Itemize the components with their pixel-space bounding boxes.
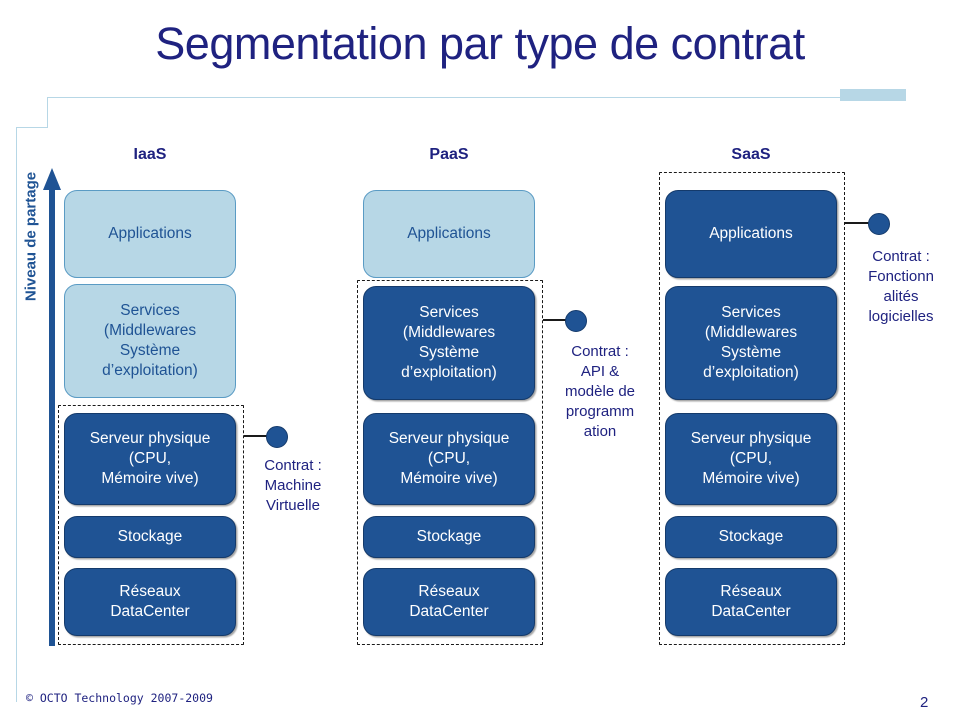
box-iaas-applications[interactable]: Applications [64, 190, 236, 278]
column-header-iaas: IaaS [133, 146, 167, 163]
box-iaas-stockage[interactable]: Stockage [64, 516, 236, 558]
connector-line-paas [543, 319, 567, 321]
column-header-paas: PaaS [429, 146, 469, 163]
axis-label-niveau-de-partage: Niveau de partage [22, 171, 40, 302]
box-paas-applications[interactable]: Applications [363, 190, 535, 278]
dashed-group-paas [357, 280, 543, 645]
box-saas-applications[interactable]: Applications [665, 190, 837, 278]
box-paas-serveur-physique[interactable]: Serveur physique(CPU,Mémoire vive) [363, 413, 535, 505]
accent-bar [840, 89, 906, 101]
column-header-saas: SaaS [731, 146, 771, 163]
box-paas-stockage[interactable]: Stockage [363, 516, 535, 558]
sharing-level-arrow-icon [40, 168, 64, 646]
frame-top-lower-rule [16, 127, 48, 128]
connector-dot-paas[interactable] [565, 310, 587, 332]
frame-left-rule [16, 127, 17, 702]
footer-copyright: © OCTO Technology 2007-2009 [26, 691, 213, 705]
connector-line-saas [845, 222, 869, 224]
box-iaas-serveur-physique[interactable]: Serveur physique(CPU,Mémoire vive) [64, 413, 236, 505]
frame-top-upper-rule [47, 97, 905, 98]
page-title: Segmentation par type de contrat [155, 18, 805, 69]
box-saas-serveur-physique[interactable]: Serveur physique(CPU,Mémoire vive) [665, 413, 837, 505]
connector-dot-saas[interactable] [868, 213, 890, 235]
dashed-group-saas [659, 172, 845, 645]
footer-page-number: 2 [920, 694, 929, 711]
frame-step-connector [47, 97, 48, 127]
dashed-group-iaas [58, 405, 244, 645]
connector-line-iaas [244, 435, 268, 437]
connector-dot-iaas[interactable] [266, 426, 288, 448]
box-saas-stockage[interactable]: Stockage [665, 516, 837, 558]
